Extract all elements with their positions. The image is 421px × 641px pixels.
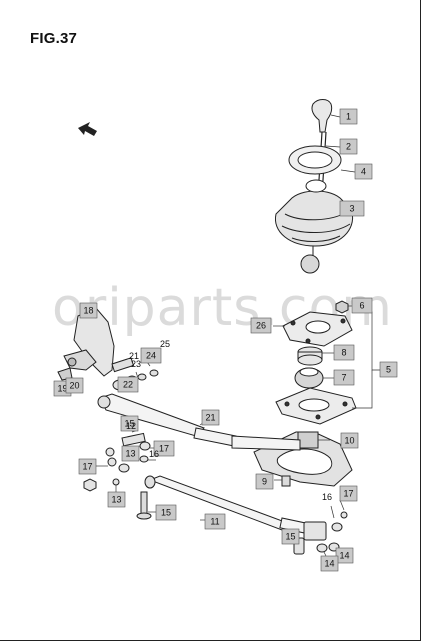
callout-number: 2 (346, 142, 351, 152)
callout-number: 18 (83, 306, 93, 316)
callout-number: 23 (131, 359, 141, 369)
callout-number: 6 (359, 301, 364, 311)
callout-17: 17 (153, 440, 175, 457)
callout-number: 10 (344, 436, 354, 446)
nut-part (335, 300, 349, 314)
callout-number: 11 (210, 517, 219, 527)
callout-number: 19 (57, 384, 67, 394)
callout-23: 23 (131, 359, 141, 369)
callout-number: 20 (69, 381, 79, 391)
callout-number: 5 (386, 365, 391, 375)
bushing-part (297, 346, 323, 366)
callout-17: 17 (339, 485, 358, 502)
callout-17: 17 (78, 458, 97, 475)
figure-title: FIG.37 (30, 30, 78, 47)
callout-11: 11 (204, 513, 226, 530)
callout-14: 14 (335, 547, 354, 564)
callout-15: 15 (155, 504, 177, 521)
callout-number: 22 (123, 380, 133, 390)
callout-number: 8 (341, 348, 346, 358)
callout-5: 5 (379, 361, 398, 378)
select-rod-part (97, 393, 301, 451)
callout-4: 4 (354, 163, 373, 180)
callout-13: 13 (121, 445, 140, 462)
callout-number: 26 (256, 321, 266, 331)
callout-number: 9 (262, 477, 267, 487)
callout-number: 15 (161, 508, 171, 518)
callout-number: 15 (124, 419, 134, 429)
callout-number: 21 (205, 413, 215, 423)
lever-bracket-part (57, 307, 115, 381)
callout-15: 15 (120, 415, 139, 432)
housing-base-plate-part (275, 387, 357, 425)
callout-number: 3 (349, 204, 354, 214)
callout-18: 18 (79, 302, 98, 319)
callout-1: 1 (339, 108, 358, 125)
callout-20: 20 (65, 377, 84, 394)
callout-number: 17 (159, 444, 169, 454)
upper-housing-plate-part (282, 311, 353, 347)
callout-number: 14 (324, 559, 334, 569)
callout-number: 14 (339, 551, 349, 561)
callout-6: 6 (351, 297, 373, 314)
rod-end-joint-right-part (293, 511, 348, 555)
callout-number: 13 (111, 495, 121, 505)
callout-2: 2 (339, 138, 358, 155)
pivot-bolt-part (136, 491, 152, 520)
callout-8: 8 (333, 344, 355, 361)
callout-number: 15 (285, 532, 295, 542)
callout-16: 16 (322, 492, 332, 502)
callout-number: 17 (82, 462, 92, 472)
callout-number: 16 (149, 449, 159, 459)
callout-16: 16 (149, 449, 159, 459)
callout-15: 15 (281, 528, 300, 545)
front-arrow-icon (78, 122, 97, 136)
callout-21: 21 (129, 351, 139, 361)
callout-3: 3 (339, 200, 365, 217)
lever-ball-joint-part (300, 246, 320, 274)
lever-boot-upper-part (288, 145, 342, 175)
shift-knob-part (311, 99, 333, 133)
bolt-part (281, 475, 291, 487)
callout-number: 7 (341, 373, 346, 383)
ball-seat-part (294, 367, 324, 389)
callout-number: 12 (126, 421, 136, 431)
callout-number: 21 (129, 351, 139, 361)
callout-number: 13 (125, 449, 135, 459)
callout-number: 25 (160, 339, 170, 349)
callout-25: 25 (160, 339, 170, 349)
callout-9: 9 (255, 473, 274, 490)
callout-number: 16 (322, 492, 332, 502)
callout-number: 24 (146, 351, 156, 361)
callout-10: 10 (340, 432, 359, 449)
callout-14: 14 (320, 555, 339, 572)
callout-21: 21 (201, 409, 220, 426)
lever-boot-part (274, 179, 354, 247)
callout-number: 17 (343, 489, 353, 499)
callout-26: 26 (250, 317, 272, 334)
shift-rod-part (144, 475, 310, 535)
callout-12: 12 (126, 421, 136, 431)
callout-22: 22 (117, 376, 139, 393)
rod-end-joint-left-part (83, 432, 151, 492)
callout-number: 1 (346, 112, 351, 122)
callout-7: 7 (333, 369, 355, 386)
callout-number: 4 (361, 167, 366, 177)
callout-13: 13 (107, 491, 126, 508)
callout-24: 24 (140, 347, 162, 364)
